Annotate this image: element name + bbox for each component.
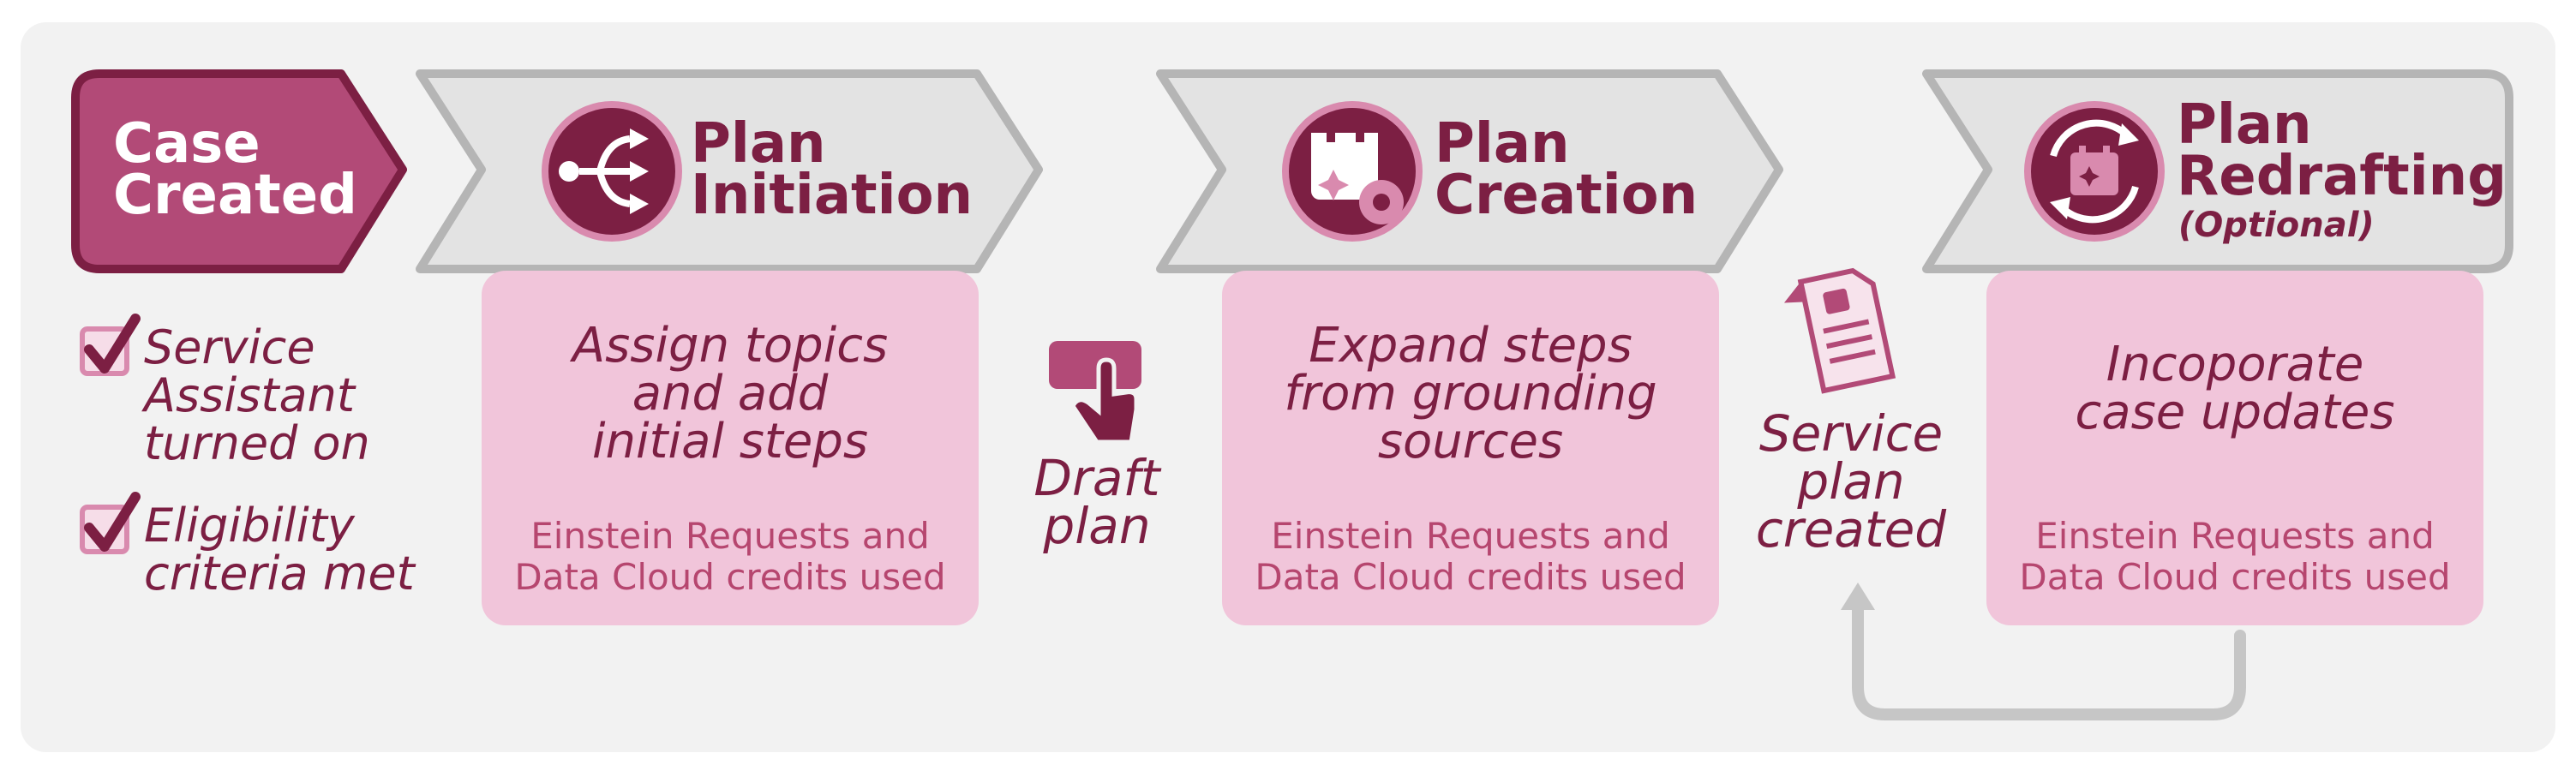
check-item-service-assistant: Service Assistant turned on [144, 320, 370, 470]
plan-initiation-title: Plan Initiation [691, 112, 973, 227]
plan-creation-title: Plan Creation [1435, 112, 1698, 227]
plan-initiation-card [482, 271, 979, 625]
flow-branch-icon [542, 101, 682, 242]
service-plan-created-label: Service plan created [1755, 404, 1947, 559]
plan-initiation-description: Assign topics and add initial steps [572, 318, 889, 469]
calendar-gear-icon [1282, 101, 1423, 242]
plan-creation-description: Expand steps from grounding sources [1284, 318, 1657, 469]
refresh-calendar-icon [2024, 101, 2165, 242]
plan-creation-credits: Einstein Requests and Data Cloud credits… [1255, 515, 1686, 598]
plan-redrafting-credits: Einstein Requests and Data Cloud credits… [2019, 515, 2451, 598]
draft-plan-label: Draft plan [1033, 449, 1160, 555]
case-created-title: Case Created [113, 112, 357, 227]
plan-redrafting-description: Incoporate case updates [2075, 337, 2395, 440]
plan-redrafting-optional: (Optional) [2178, 206, 2375, 245]
loop-back-arrow [1852, 601, 2246, 720]
plan-creation-card [1222, 271, 1719, 625]
plan-initiation-credits: Einstein Requests and Data Cloud credits… [514, 515, 946, 598]
checkbox-icon-eligibility [80, 492, 141, 554]
checkbox-icon-service [80, 314, 141, 376]
tap-button-icon [1049, 341, 1141, 445]
plan-redrafting-card [1986, 271, 2483, 625]
loop-back-arrowhead [1841, 583, 1875, 610]
check-item-eligibility: Eligibility criteria met [144, 499, 415, 601]
plan-redrafting-title: Plan Redrafting [2177, 93, 2507, 208]
case-created-chevron [71, 69, 407, 273]
document-icon [1783, 267, 1896, 394]
